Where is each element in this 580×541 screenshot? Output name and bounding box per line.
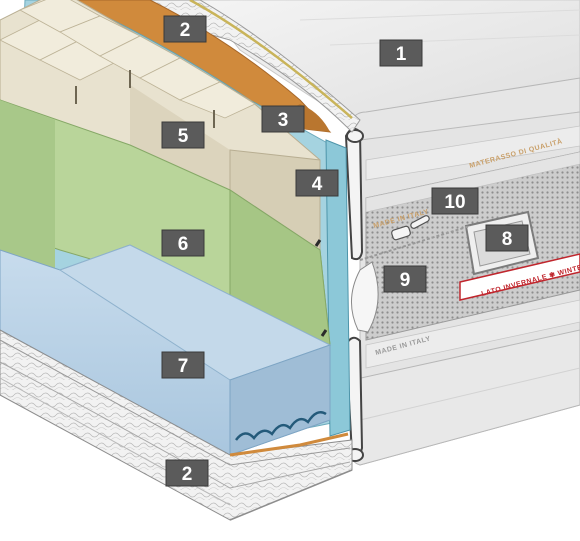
label-9: 9	[383, 265, 427, 293]
label-6: 6	[161, 229, 205, 257]
svg-text:7: 7	[178, 356, 189, 377]
bottom-quilted-layer	[0, 329, 353, 521]
label-3: 3	[261, 105, 305, 133]
svg-text:2: 2	[182, 464, 193, 485]
label-2-bottom: 2	[165, 459, 209, 487]
svg-text:6: 6	[178, 234, 189, 255]
support-foam-layer	[0, 99, 331, 346]
svg-text:5: 5	[178, 126, 189, 147]
base-foam-layer	[0, 244, 332, 456]
svg-text:2: 2	[180, 20, 191, 41]
label-8: 8	[485, 224, 529, 252]
svg-text:1: 1	[396, 44, 407, 65]
label-4: 4	[295, 169, 339, 197]
label-5: 5	[161, 121, 205, 149]
zipper-pull	[391, 215, 430, 241]
svg-text:8: 8	[502, 229, 513, 250]
label-2-top: 2	[163, 15, 207, 43]
label-7: 7	[161, 351, 205, 379]
label-1: 1	[379, 39, 423, 67]
svg-text:10: 10	[444, 192, 465, 213]
mattress-cover: MATERASSO DI QUALITÀ MADE IN ITALY MADE …	[199, 0, 580, 466]
svg-text:3: 3	[278, 110, 289, 131]
label-10: 10	[431, 187, 479, 215]
svg-text:9: 9	[400, 270, 411, 291]
svg-text:4: 4	[312, 174, 323, 195]
